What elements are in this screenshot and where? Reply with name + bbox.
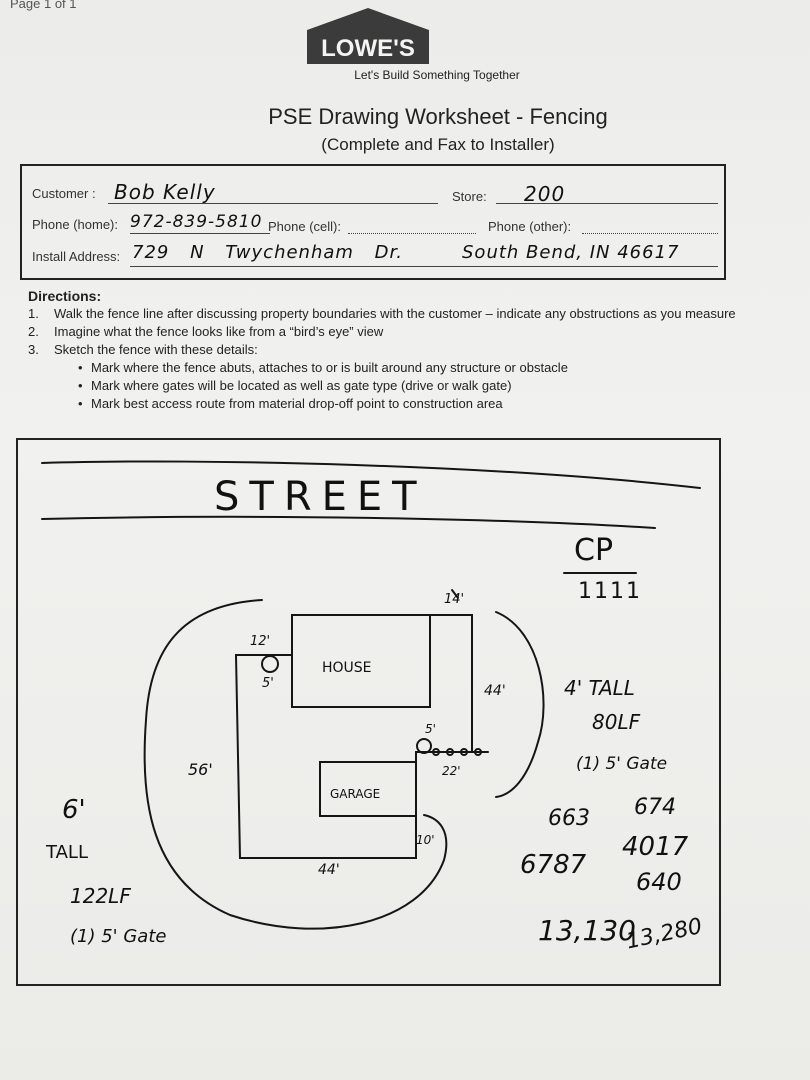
customer-label: Customer : [32, 186, 96, 201]
note-4017: 4017 [622, 832, 689, 862]
direction-bullet: • Mark best access route from material dr… [28, 395, 748, 413]
bullet-dot: • [78, 396, 83, 411]
logo-text: LOWE'S [321, 35, 415, 62]
address-value[interactable]: 729 N Twychenham Dr. [132, 242, 403, 263]
phone-home-value[interactable]: 972-839-5810 [130, 212, 263, 232]
fence-post [432, 748, 440, 756]
gate-marker [261, 655, 279, 673]
phone-home-line [130, 233, 270, 234]
street-line-top [41, 460, 701, 489]
dim-44-bottom: 44' [318, 862, 340, 878]
phone-other-label: Phone (other): [488, 219, 572, 234]
gate-marker [416, 738, 432, 754]
note-674: 674 [634, 795, 676, 820]
logo-tagline-row: Let's Build Something Together [0, 68, 810, 82]
worksheet-subtitle: (Complete and Fax to Installer) [321, 135, 555, 154]
directions: Directions: 1. Walk the fence line after … [28, 287, 748, 413]
dim-56: 56' [188, 760, 213, 779]
direction-bullet: • Mark where the fence abuts, attaches to… [28, 359, 748, 377]
bullet-text: Mark best access route from material dro… [91, 396, 503, 411]
street-label: STREET [214, 474, 427, 520]
step-number: 3. [28, 342, 39, 357]
bullet-dot: • [78, 378, 83, 393]
note-6ft: 6' [62, 795, 86, 825]
note-80lf: 80LF [592, 710, 641, 734]
address-label: Install Address: [32, 249, 121, 264]
four-foot-fence-loop [495, 611, 545, 798]
dim-5a: 5' [262, 676, 274, 691]
dim-44-right: 44' [484, 683, 506, 699]
six-foot-fence-loop [143, 599, 448, 930]
address-line [130, 266, 718, 267]
note-4ft-tall: 4' TALL [564, 676, 635, 700]
direction-step: 1. Walk the fence line after discussing p… [28, 305, 748, 323]
sketch-area[interactable] [16, 438, 721, 986]
house-outline [291, 614, 431, 708]
fence-post [474, 748, 482, 756]
store-line [496, 203, 718, 204]
fence-post [460, 748, 468, 756]
street-line-bottom [41, 515, 656, 529]
store-label: Store: [452, 189, 487, 204]
direction-step: 3. Sketch the fence with these details: [28, 341, 748, 359]
dim-14: 14' [444, 592, 465, 607]
phone-home-label: Phone (home): [32, 217, 118, 232]
customer-line [108, 203, 438, 204]
bullet-text: Mark where gates will be located as well… [91, 378, 512, 393]
step-text: Imagine what the fence looks like from a… [54, 324, 384, 339]
note-13130: 13,130 [538, 914, 636, 947]
step-number: 1. [28, 306, 39, 321]
direction-bullet: • Mark where gates will be located as wel… [28, 377, 748, 395]
house-label: HOUSE [322, 660, 372, 676]
direction-step: 2. Imagine what the fence looks like from… [28, 323, 748, 341]
worksheet-title: PSE Drawing Worksheet - Fencing [268, 104, 608, 129]
fence-post [446, 748, 454, 756]
step-number: 2. [28, 324, 39, 339]
customer-info-box: Customer : Bob Kelly Store: 200 Phone (h… [20, 164, 726, 280]
note-640: 640 [636, 868, 682, 896]
logo-tagline: Let's Build Something Together [354, 68, 520, 82]
step-text: Walk the fence line after discussing pro… [54, 306, 736, 321]
house-annex [429, 614, 473, 753]
customer-value[interactable]: Bob Kelly [114, 180, 216, 204]
dim-12: 12' [250, 634, 271, 649]
note-122lf: 122LF [70, 884, 131, 908]
lowes-logo: LOWE'S [307, 8, 429, 64]
dim-10: 10' [416, 833, 435, 847]
garage-label: GARAGE [330, 787, 381, 801]
store-value[interactable]: 200 [524, 182, 566, 206]
note-tall-left: TALL [46, 842, 88, 863]
gate-tick [451, 589, 459, 599]
bullet-dot: • [78, 360, 83, 375]
city-value[interactable]: South Bend, IN 46617 [462, 242, 680, 263]
dim-5b: 5' [425, 722, 436, 736]
dim-22: 22' [442, 764, 461, 778]
bullet-text: Mark where the fence abuts, attaches to … [91, 360, 568, 375]
phone-other-line[interactable] [582, 233, 718, 234]
note-gate-left: (1) 5' Gate [70, 926, 167, 947]
note-gate-right: (1) 5' Gate [576, 754, 668, 774]
note-cp: CP [574, 533, 614, 568]
phone-cell-label: Phone (cell): [268, 219, 341, 234]
step-text: Sketch the fence with these details: [54, 342, 258, 357]
directions-heading: Directions: [28, 288, 102, 304]
page-number: Page 1 of 1 [10, 0, 77, 11]
note-6787: 6787 [520, 850, 587, 880]
note-1111: 1111 [578, 579, 642, 604]
phone-cell-line[interactable] [348, 233, 476, 234]
note-663: 663 [548, 806, 590, 831]
